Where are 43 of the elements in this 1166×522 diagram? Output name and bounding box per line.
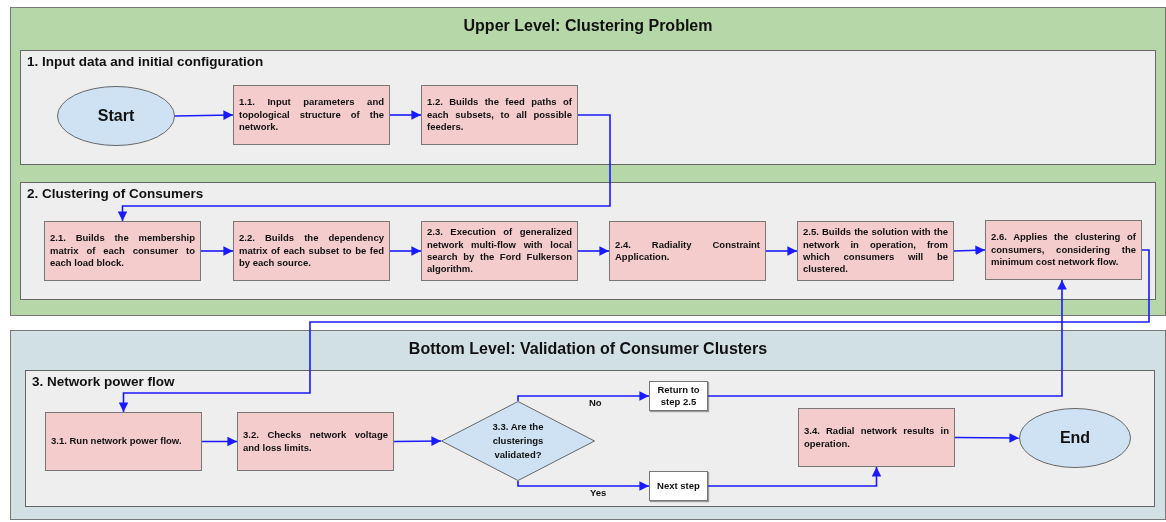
arrow (200, 246, 234, 256)
arrow (174, 110, 234, 120)
arrow (707, 466, 882, 487)
process-box: 2.4. Radiality Constraint Application. (609, 221, 766, 281)
section-heading: 2. Clustering of Consumers (27, 186, 204, 201)
arrow (707, 279, 1067, 397)
process-box: 2.3. Execution of generalized network multi-flow with local search by the Ford Fulkerson algorithm. (421, 221, 578, 281)
arrow (577, 246, 610, 256)
process-box: 3.2. Checks network voltage and loss limits. (237, 412, 394, 471)
panel-title: Upper Level: Clustering Problem (462, 17, 714, 35)
arrow (954, 433, 1020, 443)
step-note: Next step (649, 471, 708, 501)
process-box: 2.2. Builds the dependency matrix of each subset to be fed by each source. (233, 221, 390, 281)
arrow (517, 391, 650, 402)
level-panel (10, 330, 1166, 520)
arrow (117, 114, 611, 222)
arrow (389, 110, 422, 120)
arrow (118, 249, 1150, 413)
process-box: 1.2. Builds the feed paths of each subsets, to all possible feeders. (421, 85, 578, 145)
section-panel (20, 50, 1156, 165)
terminal-ellipse: Start (57, 86, 175, 146)
edge-label: Yes (589, 487, 608, 498)
arrow (389, 246, 422, 256)
process-box: 1.1. Input parameters and topological structure of the network. (233, 85, 390, 145)
process-box: 2.1. Builds the membership matrix of each consumer to each load block. (44, 221, 201, 281)
level-panel (10, 7, 1166, 316)
panel-title: Bottom Level: Validation of Consumer Clusters (407, 340, 769, 358)
arrow (517, 480, 650, 491)
process-box: 3.1. Run network power flow. (45, 412, 202, 471)
arrow (765, 246, 798, 256)
step-note: Return to step 2.5 (649, 381, 708, 411)
section-heading: 3. Network power flow (32, 374, 175, 389)
section-panel (20, 182, 1156, 300)
arrow (953, 245, 986, 256)
terminal-ellipse: End (1019, 408, 1131, 468)
process-box: 3.4. Radial network results in operation. (798, 408, 955, 467)
arrow (393, 436, 442, 446)
section-heading: 1. Input data and initial configuration (27, 54, 264, 69)
process-box: 2.5. Builds the solution with the network in operation, from which consumers will be clustered. (797, 221, 954, 281)
edge-label: No (588, 397, 603, 408)
section-panel (25, 370, 1155, 507)
arrow (201, 436, 238, 447)
process-box: 2.6. Applies the clustering of consumers, considering the minimum cost network flow. (985, 220, 1142, 280)
